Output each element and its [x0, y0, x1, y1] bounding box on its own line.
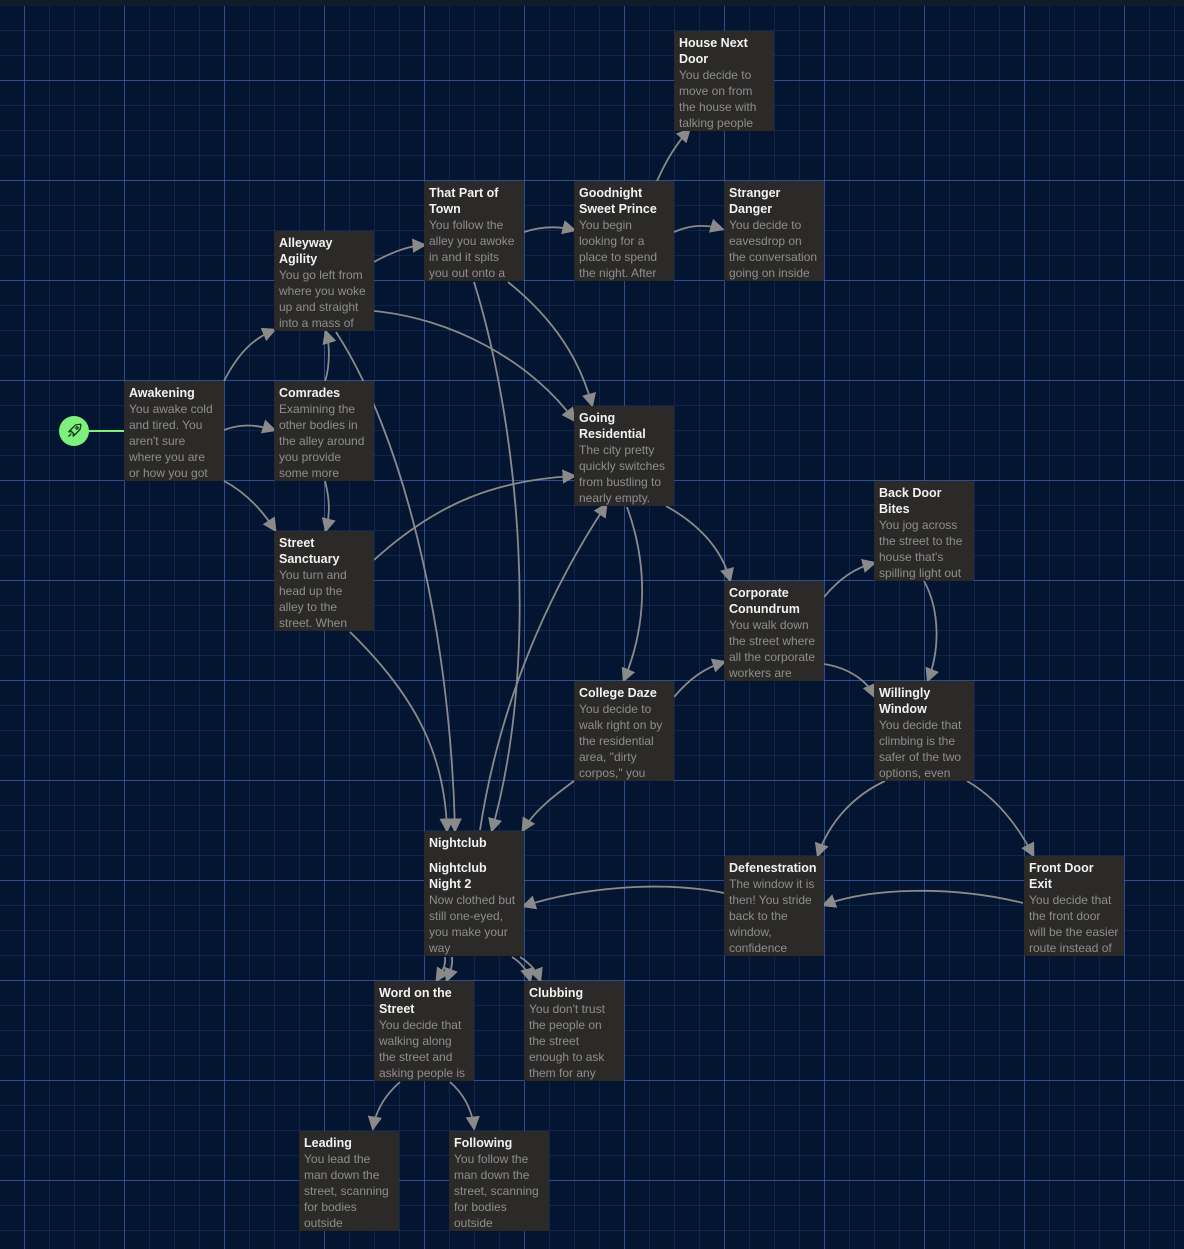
link-college-corporate [673, 658, 727, 698]
link-town-residential [507, 281, 596, 408]
link-goodnight-house [656, 127, 691, 182]
link-comrades-alleyway [322, 329, 337, 383]
passage-title: Corporate Conundrum [729, 586, 800, 616]
passage-back-door-bites[interactable]: Back Door Bites You jog across the stree… [874, 481, 974, 581]
passage-title: Comrades [279, 386, 341, 400]
link-word-leading [367, 1081, 401, 1131]
passage-excerpt: Now clothed but still one-eyed, you make… [429, 893, 516, 955]
passage-title: Willingly Window [879, 686, 931, 716]
passage-excerpt: You begin looking for a place to spend t… [579, 218, 658, 280]
passage-defenestration[interactable]: Defenestration The window it is then! Yo… [724, 856, 824, 956]
passage-excerpt: You decide that climbing is the safer of… [879, 718, 962, 780]
link-awakening-alleyway [223, 327, 277, 382]
passage-street-sanctuary[interactable]: Street Sanctuary You turn and head up th… [274, 531, 374, 631]
passage-comrades[interactable]: Comrades Examining the other bodies in t… [274, 381, 374, 481]
link-residential-college [621, 506, 643, 683]
passage-title: House Next Door [679, 36, 748, 66]
passage-excerpt: The city pretty quickly switches from bu… [579, 443, 666, 505]
passage-excerpt: You decide to move on from the house wit… [679, 68, 757, 130]
passage-title: Following [454, 1136, 513, 1150]
link-nightclub-word2 [444, 956, 458, 983]
link-street-nightclub [349, 631, 454, 833]
passage-title: That Part of Town [429, 186, 499, 216]
link-nightclub-clubbing2 [519, 956, 543, 983]
passage-going-residential[interactable]: Going Residential The city pretty quickl… [574, 406, 674, 506]
link-word-following [449, 1081, 480, 1131]
passage-title: Back Door Bites [879, 486, 942, 516]
passage-title: Street Sanctuary [279, 536, 340, 566]
passage-excerpt: The window it is then! You stride back t… [729, 877, 815, 955]
link-awakening-street [223, 480, 277, 533]
passage-excerpt: You follow the alley you awoke in and it… [429, 218, 515, 280]
passage-title: Alleyway Agility [279, 236, 333, 266]
link-residential-corporate [665, 505, 734, 583]
start-link [88, 430, 124, 432]
passage-title: Stranger Danger [729, 186, 781, 216]
passage-excerpt: You decide to eavesdrop on the conversat… [729, 218, 818, 280]
passage-house-next-door[interactable]: House Next Door You decide to move on fr… [674, 31, 774, 131]
passage-excerpt: Examining the other bodies in the alley … [279, 402, 365, 480]
passage-excerpt: You decide to walk right on by the resid… [579, 702, 663, 780]
link-comrades-street [321, 480, 336, 533]
link-awakening-comrades [223, 419, 277, 434]
passage-excerpt: You walk down the street where all the c… [729, 618, 816, 680]
link-alleyway-nightclub [335, 331, 462, 833]
link-town-nightclub [473, 281, 521, 833]
link-street-residential [373, 469, 577, 561]
link-corporate-window [823, 663, 877, 699]
link-frontdoor-defenestration [821, 889, 1024, 908]
passage-leading[interactable]: Leading You lead the man down the street… [299, 1131, 399, 1231]
link-college-nightclub [521, 780, 575, 833]
passage-that-part-of-town[interactable]: That Part of Town You follow the alley y… [424, 181, 524, 281]
passage-willingly-window[interactable]: Willingly Window You decide that climbin… [874, 681, 974, 781]
start-node[interactable] [59, 416, 89, 446]
passage-excerpt: You decide that the front door will be t… [1029, 893, 1119, 955]
link-alleyway-residential [373, 310, 576, 423]
passage-excerpt: You decide that walking along the street… [379, 1018, 466, 1080]
link-town-goodnight [523, 220, 577, 235]
passage-awakening[interactable]: Awakening You awake cold and tired. You … [124, 381, 224, 481]
link-window-defenestration [814, 780, 886, 858]
link-nightclub-word1 [435, 956, 450, 983]
passage-title: Awakening [129, 386, 195, 400]
passage-stranger-danger[interactable]: Stranger Danger You decide to eavesdrop … [724, 181, 824, 281]
link-window-frontdoor [966, 780, 1035, 858]
passage-goodnight-sweet-prince[interactable]: Goodnight Sweet Prince You begin looking… [574, 181, 674, 281]
link-nightclub-clubbing1 [511, 956, 535, 983]
passage-tag: Nightclub [429, 836, 487, 850]
passage-excerpt: You don't trust the people on the street… [529, 1002, 605, 1080]
passage-following[interactable]: Following You follow the man down the st… [449, 1131, 549, 1231]
passage-title: Word on the Street [379, 986, 452, 1016]
passage-title: Clubbing [529, 986, 584, 1000]
passage-word-on-the-street[interactable]: Word on the Street You decide that walki… [374, 981, 474, 1081]
passage-college-daze[interactable]: College Daze You decide to walk right on… [574, 681, 674, 781]
top-toolbar-strip [0, 0, 1184, 6]
link-goodnight-stranger [673, 218, 725, 233]
passage-excerpt: You turn and head up the alley to the st… [279, 568, 348, 630]
passage-title: College Daze [579, 686, 657, 700]
passage-title: Leading [304, 1136, 352, 1150]
passage-title: Going Residential [579, 411, 646, 441]
passage-title: Defenestration [729, 861, 817, 875]
link-alleyway-town [373, 238, 427, 263]
passage-excerpt: You go left from where you woke up and s… [279, 268, 366, 330]
passage-nightclub-night-2[interactable]: Nightclub Nightclub Night 2 Now clothed … [424, 831, 524, 956]
passage-excerpt: You follow the man down the street, scan… [454, 1152, 539, 1230]
link-corporate-backdoor [823, 558, 877, 598]
passage-excerpt: You jog across the street to the house t… [879, 518, 963, 580]
passage-title: Goodnight Sweet Prince [579, 186, 657, 216]
link-backdoor-window [923, 580, 939, 683]
passage-front-door-exit[interactable]: Front Door Exit You decide that the fron… [1024, 856, 1124, 956]
passage-title: Front Door Exit [1029, 861, 1094, 891]
link-defenestration-nightclub [521, 885, 725, 910]
passage-clubbing[interactable]: Clubbing You don't trust the people on t… [524, 981, 624, 1081]
link-nightclub-residential [479, 502, 608, 831]
passage-excerpt: You awake cold and tired. You aren't sur… [129, 402, 213, 480]
rocket-icon [68, 423, 82, 437]
passage-corporate-conundrum[interactable]: Corporate Conundrum You walk down the st… [724, 581, 824, 681]
passage-alleyway-agility[interactable]: Alleyway Agility You go left from where … [274, 231, 374, 331]
passage-excerpt: You lead the man down the street, scanni… [304, 1152, 389, 1230]
passage-title: Nightclub Night 2 [429, 861, 487, 891]
